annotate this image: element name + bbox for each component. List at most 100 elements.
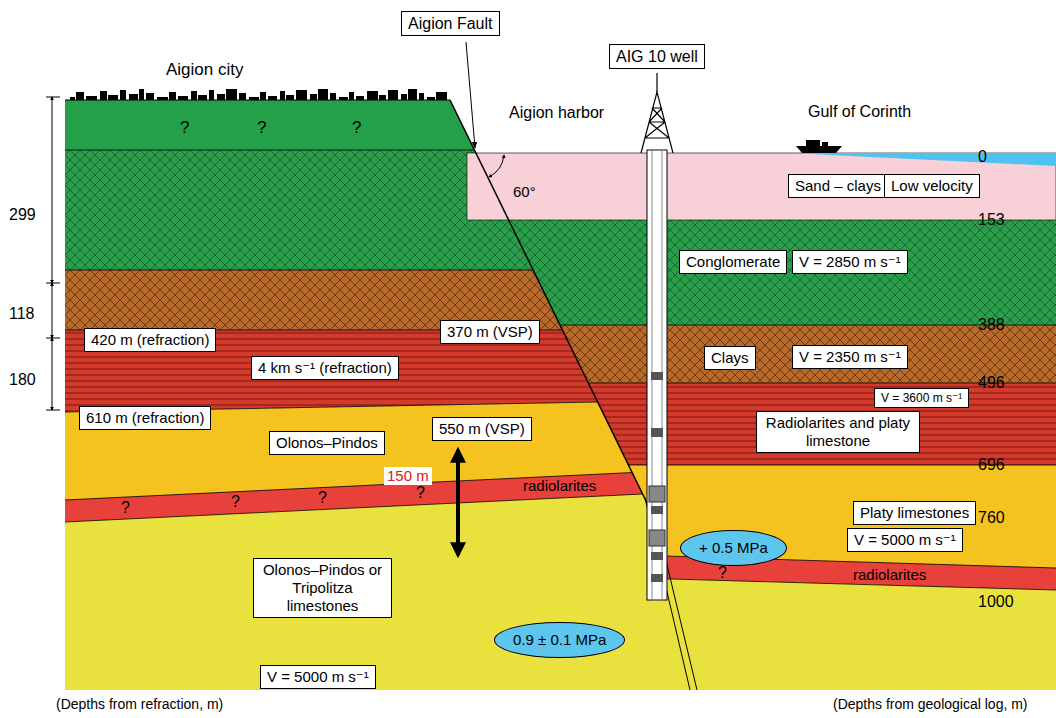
uncertain-mark: ? — [718, 563, 727, 582]
ship — [796, 140, 842, 153]
uncertain-mark: ? — [257, 118, 266, 138]
building — [401, 94, 407, 100]
thickness-number: 118 — [9, 304, 35, 323]
building — [280, 91, 285, 100]
hangingwall-block — [440, 153, 1056, 690]
derrick — [641, 73, 673, 153]
building — [108, 95, 118, 100]
box-text: 4 km s⁻¹ (refraction) — [258, 359, 392, 377]
building — [367, 91, 378, 100]
layer-label-box: Platy limestones — [853, 501, 976, 525]
axis-note: (Depths from refraction, m) — [56, 696, 223, 713]
layer-label-box: Sand – clays — [788, 174, 888, 198]
unit-label-box: Olonos–Pindos or Tripolitza limestones — [253, 558, 392, 618]
box-text: Clays — [711, 349, 749, 367]
limestone-layer — [600, 577, 1056, 690]
building — [217, 94, 225, 100]
box-text: Sand – clays — [795, 177, 881, 195]
box-text: V = 5000 m s⁻¹ — [854, 531, 956, 549]
box-text: Conglomerate — [686, 253, 780, 271]
depth-box: 610 m (refraction) — [79, 406, 211, 430]
dimension-lines — [46, 97, 60, 410]
building — [436, 92, 447, 100]
box-text: 610 m (refraction) — [86, 409, 204, 427]
building — [310, 94, 317, 100]
uncertain-mark: ? — [318, 488, 327, 507]
building — [129, 94, 138, 100]
city-buildings — [70, 89, 447, 100]
uncertain-mark: ? — [352, 118, 361, 138]
fault-line — [450, 100, 697, 690]
place-name: Aigion harbor — [509, 103, 604, 122]
place-name: Gulf of Corinth — [808, 102, 911, 121]
depth-box: 550 m (VSP) — [432, 417, 532, 441]
radiolarite-layer — [440, 383, 1056, 465]
angle-label: 60° — [513, 183, 536, 201]
fault-label-box: Aigion Fault — [401, 11, 500, 36]
box-text: Aigion Fault — [408, 14, 493, 33]
depth-number: 388 — [978, 315, 1005, 334]
building — [349, 92, 354, 100]
building — [139, 89, 144, 100]
box-text: Radiolarites and platy limestone — [763, 414, 913, 450]
building — [379, 95, 386, 100]
box-text: + 0.5 MPa — [699, 539, 768, 557]
thickness-number: 299 — [9, 205, 36, 224]
conglomerate-layer — [440, 153, 1056, 325]
axis-note: (Depths from geological log, m) — [833, 696, 1028, 713]
building — [419, 93, 424, 100]
depth-number: 153 — [978, 210, 1005, 229]
layer-label-box: Clays — [704, 346, 756, 370]
building — [226, 89, 237, 100]
velocity-box: 4 km s⁻¹ (refraction) — [251, 356, 399, 380]
pressure-ellipse: + 0.5 MPa — [680, 530, 787, 566]
box-text: V = 3600 m s⁻¹ — [881, 391, 962, 405]
uncertain-mark: ? — [231, 492, 240, 511]
uncertain-mark: ? — [416, 483, 425, 502]
building — [330, 93, 336, 100]
layer-name: radiolarites — [853, 566, 926, 584]
platy-limestone-layer — [65, 400, 705, 690]
layer-label-box: Radiolarites and platy limestone — [756, 411, 920, 453]
city-layer — [65, 100, 705, 150]
box-text: Low velocity — [891, 177, 973, 195]
well-label-box: AIG 10 well — [609, 44, 705, 69]
building — [169, 92, 176, 100]
building — [286, 95, 294, 100]
depth-number: 696 — [978, 455, 1005, 474]
layer-name: radiolarites — [523, 477, 596, 495]
building — [388, 90, 398, 100]
depth-number: 496 — [978, 373, 1005, 392]
limestone-layer — [65, 491, 705, 690]
uncertain-mark: ? — [180, 118, 189, 138]
well-bore — [647, 150, 667, 600]
uncertain-mark: ? — [121, 498, 130, 517]
velocity-box: V = 3600 m s⁻¹ — [874, 388, 969, 408]
velocity-box: Low velocity — [884, 174, 980, 198]
building — [191, 91, 197, 100]
box-text: Olonos–Pindos or Tripolitza limestones — [260, 561, 385, 615]
box-text: 420 m (refraction) — [91, 331, 209, 349]
depth-number: 0 — [978, 147, 987, 166]
angle-arc — [489, 155, 504, 177]
box-text: 550 m (VSP) — [439, 420, 525, 438]
depth-box: 370 m (VSP) — [440, 320, 540, 344]
building — [209, 90, 214, 100]
box-text: 370 m (VSP) — [447, 323, 533, 341]
building — [239, 93, 246, 100]
box-text: V = 2350 m s⁻¹ — [799, 348, 901, 366]
velocity-box: V = 5000 m s⁻¹ — [847, 528, 963, 552]
building — [318, 89, 328, 100]
thickness-arrow — [456, 450, 460, 555]
unit-label-box: Olonos–Pindos — [269, 431, 385, 455]
pressure-ellipse: 0.9 ± 0.1 MPa — [494, 622, 625, 658]
building — [100, 91, 107, 100]
velocity-box: V = 2850 m s⁻¹ — [792, 250, 908, 274]
building — [260, 92, 266, 100]
platy-limestone-layer — [440, 465, 1056, 690]
layer-label-box: Conglomerate — [679, 250, 787, 274]
depth-box: 420 m (refraction) — [84, 328, 216, 352]
box-text: AIG 10 well — [616, 47, 698, 66]
thickness-number: 180 — [9, 370, 36, 389]
ground-surface — [65, 99, 450, 100]
